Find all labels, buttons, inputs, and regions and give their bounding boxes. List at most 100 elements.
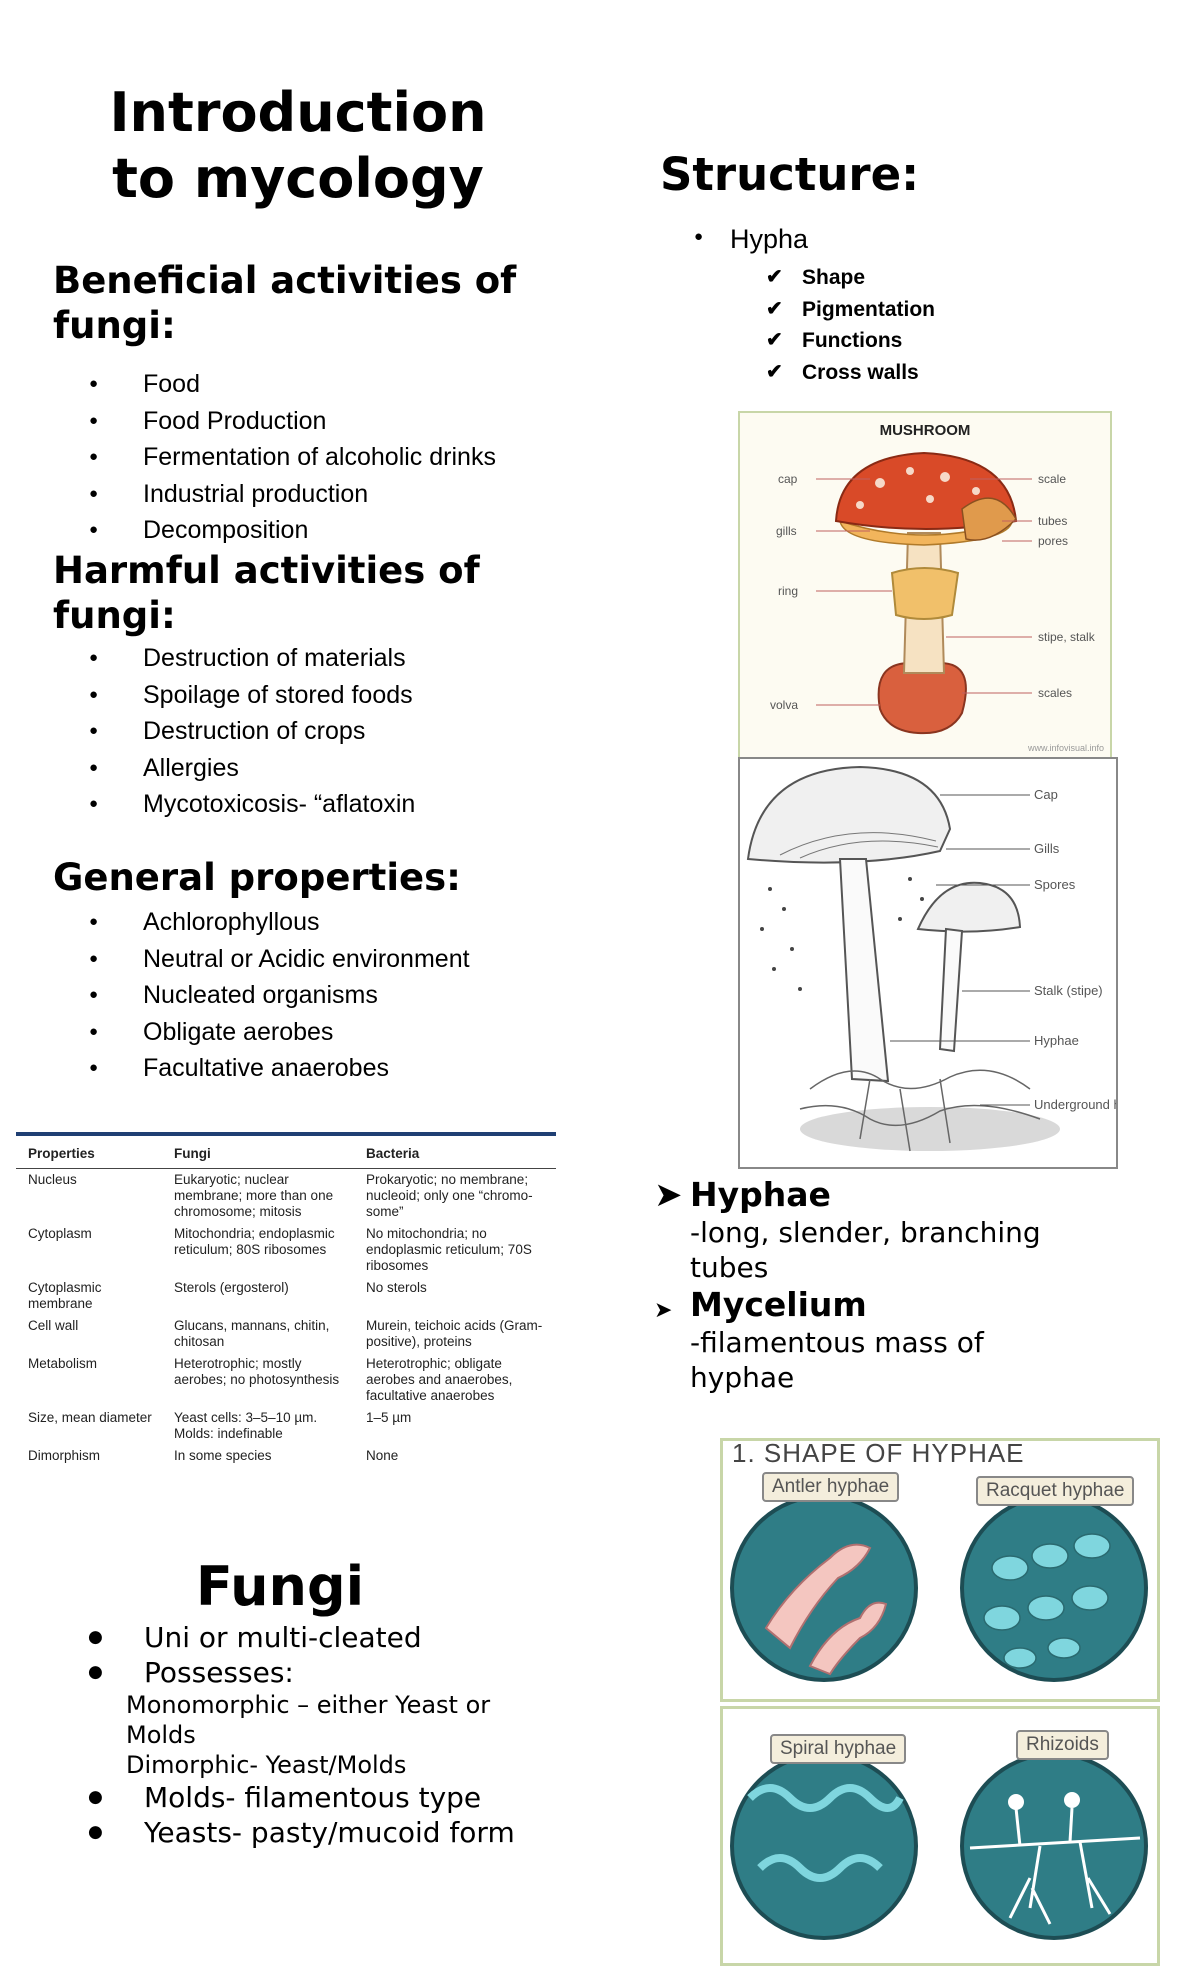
table-cell: Prokaryotic; no membrane; nucleoid; only…: [366, 1172, 533, 1219]
scale-dot: [875, 478, 885, 488]
bullet-icon: ●: [88, 1822, 103, 1842]
large-stalk: [838, 858, 890, 1083]
table-cell: No sterols: [366, 1280, 427, 1295]
sketch-label-gills: Gills: [1034, 841, 1060, 856]
table-cell: Cell wall: [28, 1318, 79, 1333]
mycelium-heading: Mycelium: [690, 1285, 867, 1324]
hyphae-heading: Hyphae: [690, 1175, 831, 1214]
label-rhizoids: Rhizoids: [1016, 1730, 1109, 1760]
table-row: Size, mean diameter Yeast cells: 3–5–10 …: [16, 1407, 556, 1445]
list-item: Industrial production: [53, 476, 496, 513]
label-pores: pores: [1038, 534, 1068, 548]
hypha-item: ● Hypha: [694, 224, 808, 255]
spores: [760, 877, 924, 991]
list-item: Food Production: [53, 403, 496, 440]
antler-hypha: [764, 1543, 872, 1650]
list-item: Spoilage of stored foods: [53, 677, 415, 714]
structure-heading: Structure:: [660, 148, 920, 201]
list-item: Facultative anaerobes: [53, 1050, 470, 1087]
list-item: Mycotoxicosis- “aflatoxin: [53, 786, 415, 823]
page-title: Introduction to mycology: [109, 81, 487, 210]
bullet-icon: ●: [88, 1627, 103, 1647]
general-heading: General properties:: [53, 856, 461, 899]
hypha-label: Hypha: [730, 224, 809, 254]
mushroom-sketch-figure: Cap Gills Spores Stalk (stipe) Hyphae Un…: [738, 757, 1118, 1169]
list-item: Food: [53, 366, 496, 403]
hyphae-section: ➤ Hyphae -long, slender, branching tubes…: [654, 1175, 1050, 1395]
list-item: Decomposition: [53, 512, 496, 549]
arrow-bullet-icon: ➤: [654, 1175, 683, 1215]
sketch-label-spores: Spores: [1034, 877, 1076, 892]
harmful-heading: Harmful activities of fungi:: [53, 549, 480, 637]
beneficial-list: Food Food Production Fermentation of alc…: [53, 366, 496, 549]
table-cell: Cytoplasmic membrane: [28, 1280, 102, 1311]
list-item: ● Molds- filamentous type: [60, 1780, 526, 1815]
list-item: Destruction of materials: [53, 640, 415, 677]
mushroom-figure: MUSHROOM cap gills ring volva: [738, 411, 1112, 761]
label-ring: ring: [778, 584, 798, 598]
label-volva: volva: [770, 698, 798, 712]
spiral-hypha: [747, 1784, 904, 1812]
table-row: Cytoplasm Mitochondria; endoplasmic reti…: [16, 1223, 556, 1277]
list-item: Destruction of crops: [53, 713, 415, 750]
sub-item: Monomorphic – either Yeast or Molds: [126, 1691, 491, 1749]
racquet-hyphae: [983, 1533, 1111, 1669]
hyphae-figure-title: 1. SHAPE OF HYPHAE: [732, 1438, 1025, 1468]
gill-line: [799, 840, 939, 859]
scale-dot: [972, 487, 980, 495]
list-item: Achlorophyllous: [53, 904, 470, 941]
sketch-label-lines: [890, 794, 1030, 1106]
table-cell: Mitochondria; endoplasmic reticulum; 80S…: [174, 1226, 335, 1257]
table-cell: Cytoplasm: [28, 1226, 92, 1241]
list-item-text: Possesses:: [144, 1656, 294, 1689]
label-gills: gills: [776, 524, 797, 538]
hypha-checklist: Shape Pigmentation Functions Cross walls: [766, 262, 935, 388]
sketch-label-cap: Cap: [1034, 787, 1058, 802]
beneficial-heading: Beneficial activities of fungi:: [53, 259, 517, 347]
scale-dot: [926, 495, 934, 503]
antler-hypha: [808, 1601, 888, 1676]
soil-shadow: [800, 1107, 1060, 1151]
list-item-text: Yeasts- pasty/mucoid form: [144, 1816, 515, 1849]
large-cap: [746, 765, 952, 864]
sketch-label-underground: Underground hyphae: [1034, 1097, 1116, 1112]
table-cell: Yeast cells: 3–5–10 µm. Molds: indefinab…: [174, 1410, 318, 1441]
harmful-list: Destruction of materials Spoilage of sto…: [53, 640, 415, 823]
label-scales: scales: [1038, 686, 1072, 700]
comparison-table: Properties Fungi Bacteria Nucleus Eukary…: [16, 1136, 556, 1467]
mycelium-description: -filamentous mass of hyphae: [690, 1326, 984, 1394]
table-cell: None: [366, 1448, 399, 1463]
hyphae-description: -long, slender, branching tubes: [690, 1216, 1041, 1284]
scale-dot: [856, 501, 864, 509]
bullet-icon: ●: [88, 1787, 103, 1807]
underground-hyphae: [799, 1069, 1041, 1152]
table-row: Cytoplasmic membrane Sterols (ergosterol…: [16, 1277, 556, 1315]
table-cell: Heterotrophic; mostly aerobes; no photos…: [174, 1356, 340, 1387]
list-item: ●Uni or multi-cleated: [60, 1620, 526, 1655]
table-header-row: Properties Fungi Bacteria: [16, 1136, 556, 1169]
table-cell: 1–5 µm: [366, 1410, 412, 1425]
list-item: Obligate aerobes: [53, 1014, 470, 1051]
table-cell: Nucleus: [28, 1172, 77, 1187]
table-cell: Heterotrophic; obligate aerobes and anae…: [366, 1356, 513, 1403]
hyphae-panel-bottom: [720, 1706, 1160, 1966]
comparison-table-figure: Properties Fungi Bacteria Nucleus Eukary…: [16, 1128, 556, 1508]
check-item: Pigmentation: [766, 294, 935, 326]
table-cell: Sterols (ergosterol): [174, 1280, 289, 1295]
label-scale: scale: [1038, 472, 1066, 486]
list-item-text: Molds- filamentous type: [144, 1781, 482, 1814]
table-cell: Glucans, mannans, chitin, chitosan: [174, 1318, 330, 1349]
table-cell: Dimorphism: [28, 1448, 101, 1463]
mycelium-heading-row: ➤ Mycelium: [654, 1285, 1050, 1325]
table-header: Properties: [16, 1136, 162, 1169]
list-item: Allergies: [53, 750, 415, 787]
volva-shape: [877, 662, 967, 735]
gill-line: [779, 832, 937, 856]
bullet-icon: ●: [694, 228, 704, 245]
check-item: Cross walls: [766, 357, 935, 389]
mushroom-sketch: Cap Gills Spores Stalk (stipe) Hyphae Un…: [746, 765, 1116, 1152]
ring-shape: [890, 567, 960, 620]
spiral-circle: [730, 1752, 918, 1940]
label-lines: [816, 478, 1032, 706]
table-cell: In some species: [174, 1448, 272, 1463]
